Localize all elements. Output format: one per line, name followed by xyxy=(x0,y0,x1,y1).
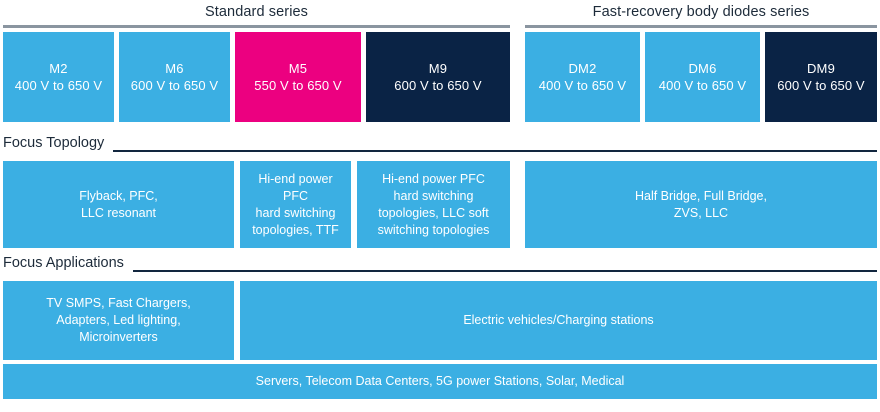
band-label-topology: Focus Topology xyxy=(3,133,114,153)
product-range: 600 V to 650 V xyxy=(394,78,482,93)
product-name: M2 xyxy=(49,61,68,76)
application-box-text: Electric vehicles/Charging stations xyxy=(463,313,654,327)
band-header-topology: Focus Topology xyxy=(3,133,877,155)
product-tile-dm6[interactable]: DM6 400 V to 650 V xyxy=(645,32,760,122)
topology-box-text: Half Bridge, Full Bridge,ZVS, LLC xyxy=(634,188,767,220)
product-name: M6 xyxy=(165,61,184,76)
product-tile-dm2[interactable]: DM2 400 V to 650 V xyxy=(525,32,640,122)
group-rule-fast-recovery xyxy=(525,25,877,28)
group-header-standard: Standard series xyxy=(3,0,510,30)
group-header-fast-recovery: Fast-recovery body diodes series xyxy=(525,0,877,30)
product-range: 400 V to 650 V xyxy=(538,78,627,93)
application-box-2[interactable]: Electric vehicles/Charging stations xyxy=(240,281,877,360)
product-name: M5 xyxy=(288,61,308,76)
group-title-standard: Standard series xyxy=(204,4,309,20)
product-tile-m2[interactable]: M2 400 V to 650 V xyxy=(3,32,114,122)
application-footer-bar[interactable]: Servers, Telecom Data Centers, 5G power … xyxy=(3,364,877,399)
product-range: 400 V to 650 V xyxy=(14,78,103,93)
product-tile-m5[interactable]: M5 550 V to 650 V xyxy=(235,32,361,122)
application-box-1[interactable]: TV SMPS, Fast Chargers,Adapters, Led lig… xyxy=(3,281,234,360)
product-name: DM6 xyxy=(688,61,717,76)
product-range: 400 V to 650 V xyxy=(658,78,747,93)
topology-box-text: Flyback, PFC,LLC resonant xyxy=(79,188,158,220)
product-tile-m9[interactable]: M9 600 V to 650 V xyxy=(366,32,510,122)
band-rule-applications xyxy=(3,270,877,272)
product-name: DM9 xyxy=(806,61,836,76)
band-label-applications: Focus Applications xyxy=(3,253,133,273)
product-name: M9 xyxy=(428,61,448,76)
application-box-text: TV SMPS, Fast Chargers,Adapters, Led lig… xyxy=(46,296,191,344)
product-tile-dm9[interactable]: DM9 600 V to 650 V xyxy=(765,32,877,122)
topology-box-4[interactable]: Half Bridge, Full Bridge,ZVS, LLC xyxy=(525,161,877,248)
band-rule-topology xyxy=(3,150,877,152)
product-tile-m6[interactable]: M6 600 V to 650 V xyxy=(119,32,230,122)
product-range: 550 V to 650 V xyxy=(254,78,342,93)
application-footer-text: Servers, Telecom Data Centers, 5G power … xyxy=(255,374,625,388)
product-range: 600 V to 650 V xyxy=(777,78,865,93)
product-name: DM2 xyxy=(568,61,597,76)
group-title-fast-recovery: Fast-recovery body diodes series xyxy=(592,4,810,20)
band-header-applications: Focus Applications xyxy=(3,253,877,275)
topology-box-1[interactable]: Flyback, PFC,LLC resonant xyxy=(3,161,234,248)
group-rule-standard xyxy=(3,25,510,28)
product-range: 600 V to 650 V xyxy=(130,78,219,93)
